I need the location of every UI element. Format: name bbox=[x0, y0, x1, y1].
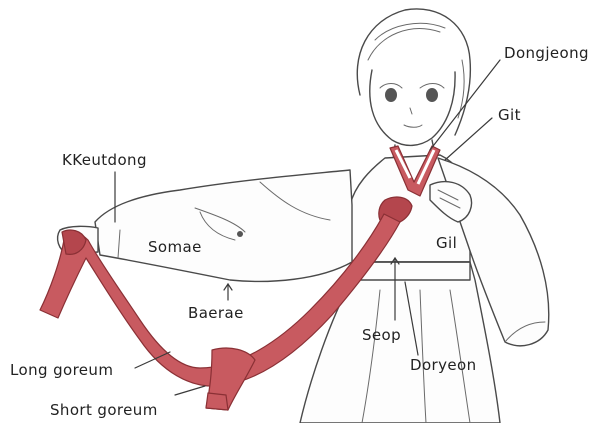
label-baerae: Baerae bbox=[188, 304, 244, 322]
leader-dongjeong bbox=[430, 60, 500, 150]
label-kkeutdong: KKeutdong bbox=[62, 151, 147, 169]
label-doryeon: Doryeon bbox=[410, 356, 476, 374]
head-illustration bbox=[357, 9, 470, 160]
somae-sleeve bbox=[95, 170, 352, 281]
label-seop: Seop bbox=[362, 326, 401, 344]
label-long-goreum: Long goreum bbox=[10, 361, 113, 379]
label-short-goreum: Short goreum bbox=[50, 401, 158, 419]
label-gil: Gil bbox=[436, 234, 457, 252]
label-git: Git bbox=[498, 106, 521, 124]
leader-short-goreum bbox=[175, 386, 205, 395]
label-dongjeong: Dongjeong bbox=[504, 44, 589, 62]
label-somae: Somae bbox=[148, 238, 202, 256]
leader-git bbox=[445, 118, 492, 160]
